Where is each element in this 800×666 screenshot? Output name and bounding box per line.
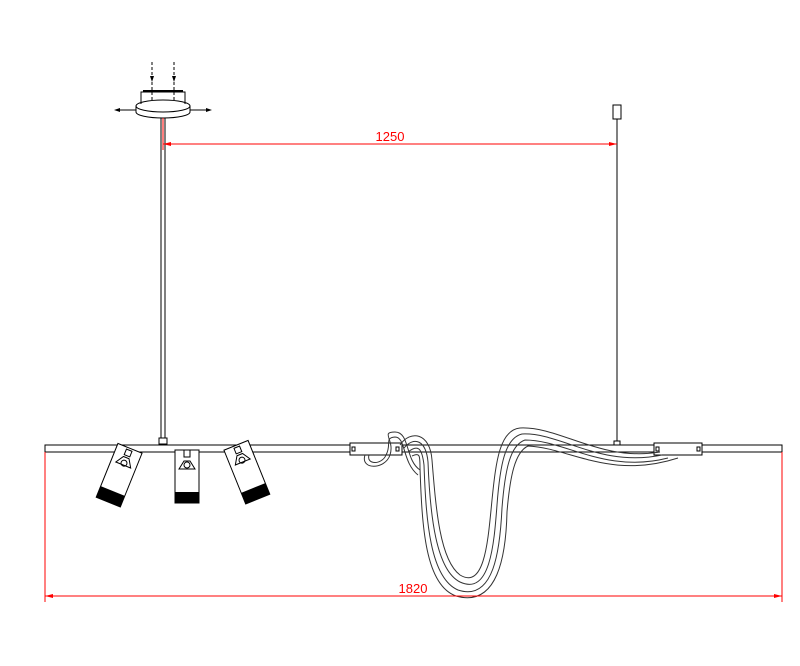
flexible-cable <box>363 427 679 599</box>
dimension-label-1250: 1250 <box>376 129 405 144</box>
ceiling-canopy <box>114 62 212 119</box>
suspension-rod <box>158 118 168 445</box>
ceiling-anchor <box>612 104 622 446</box>
cable-clip <box>349 442 403 456</box>
dimension-label-1820: 1820 <box>399 581 428 596</box>
dimension-overall-length: 1820 <box>44 452 783 602</box>
mounting-arrows-icon <box>114 62 212 112</box>
spotlight-left <box>95 442 143 508</box>
spotlight-center <box>174 449 200 504</box>
spotlight-right <box>223 439 271 505</box>
connector-box <box>653 442 703 456</box>
dimension-suspension-spacing: 1250 <box>162 118 617 150</box>
